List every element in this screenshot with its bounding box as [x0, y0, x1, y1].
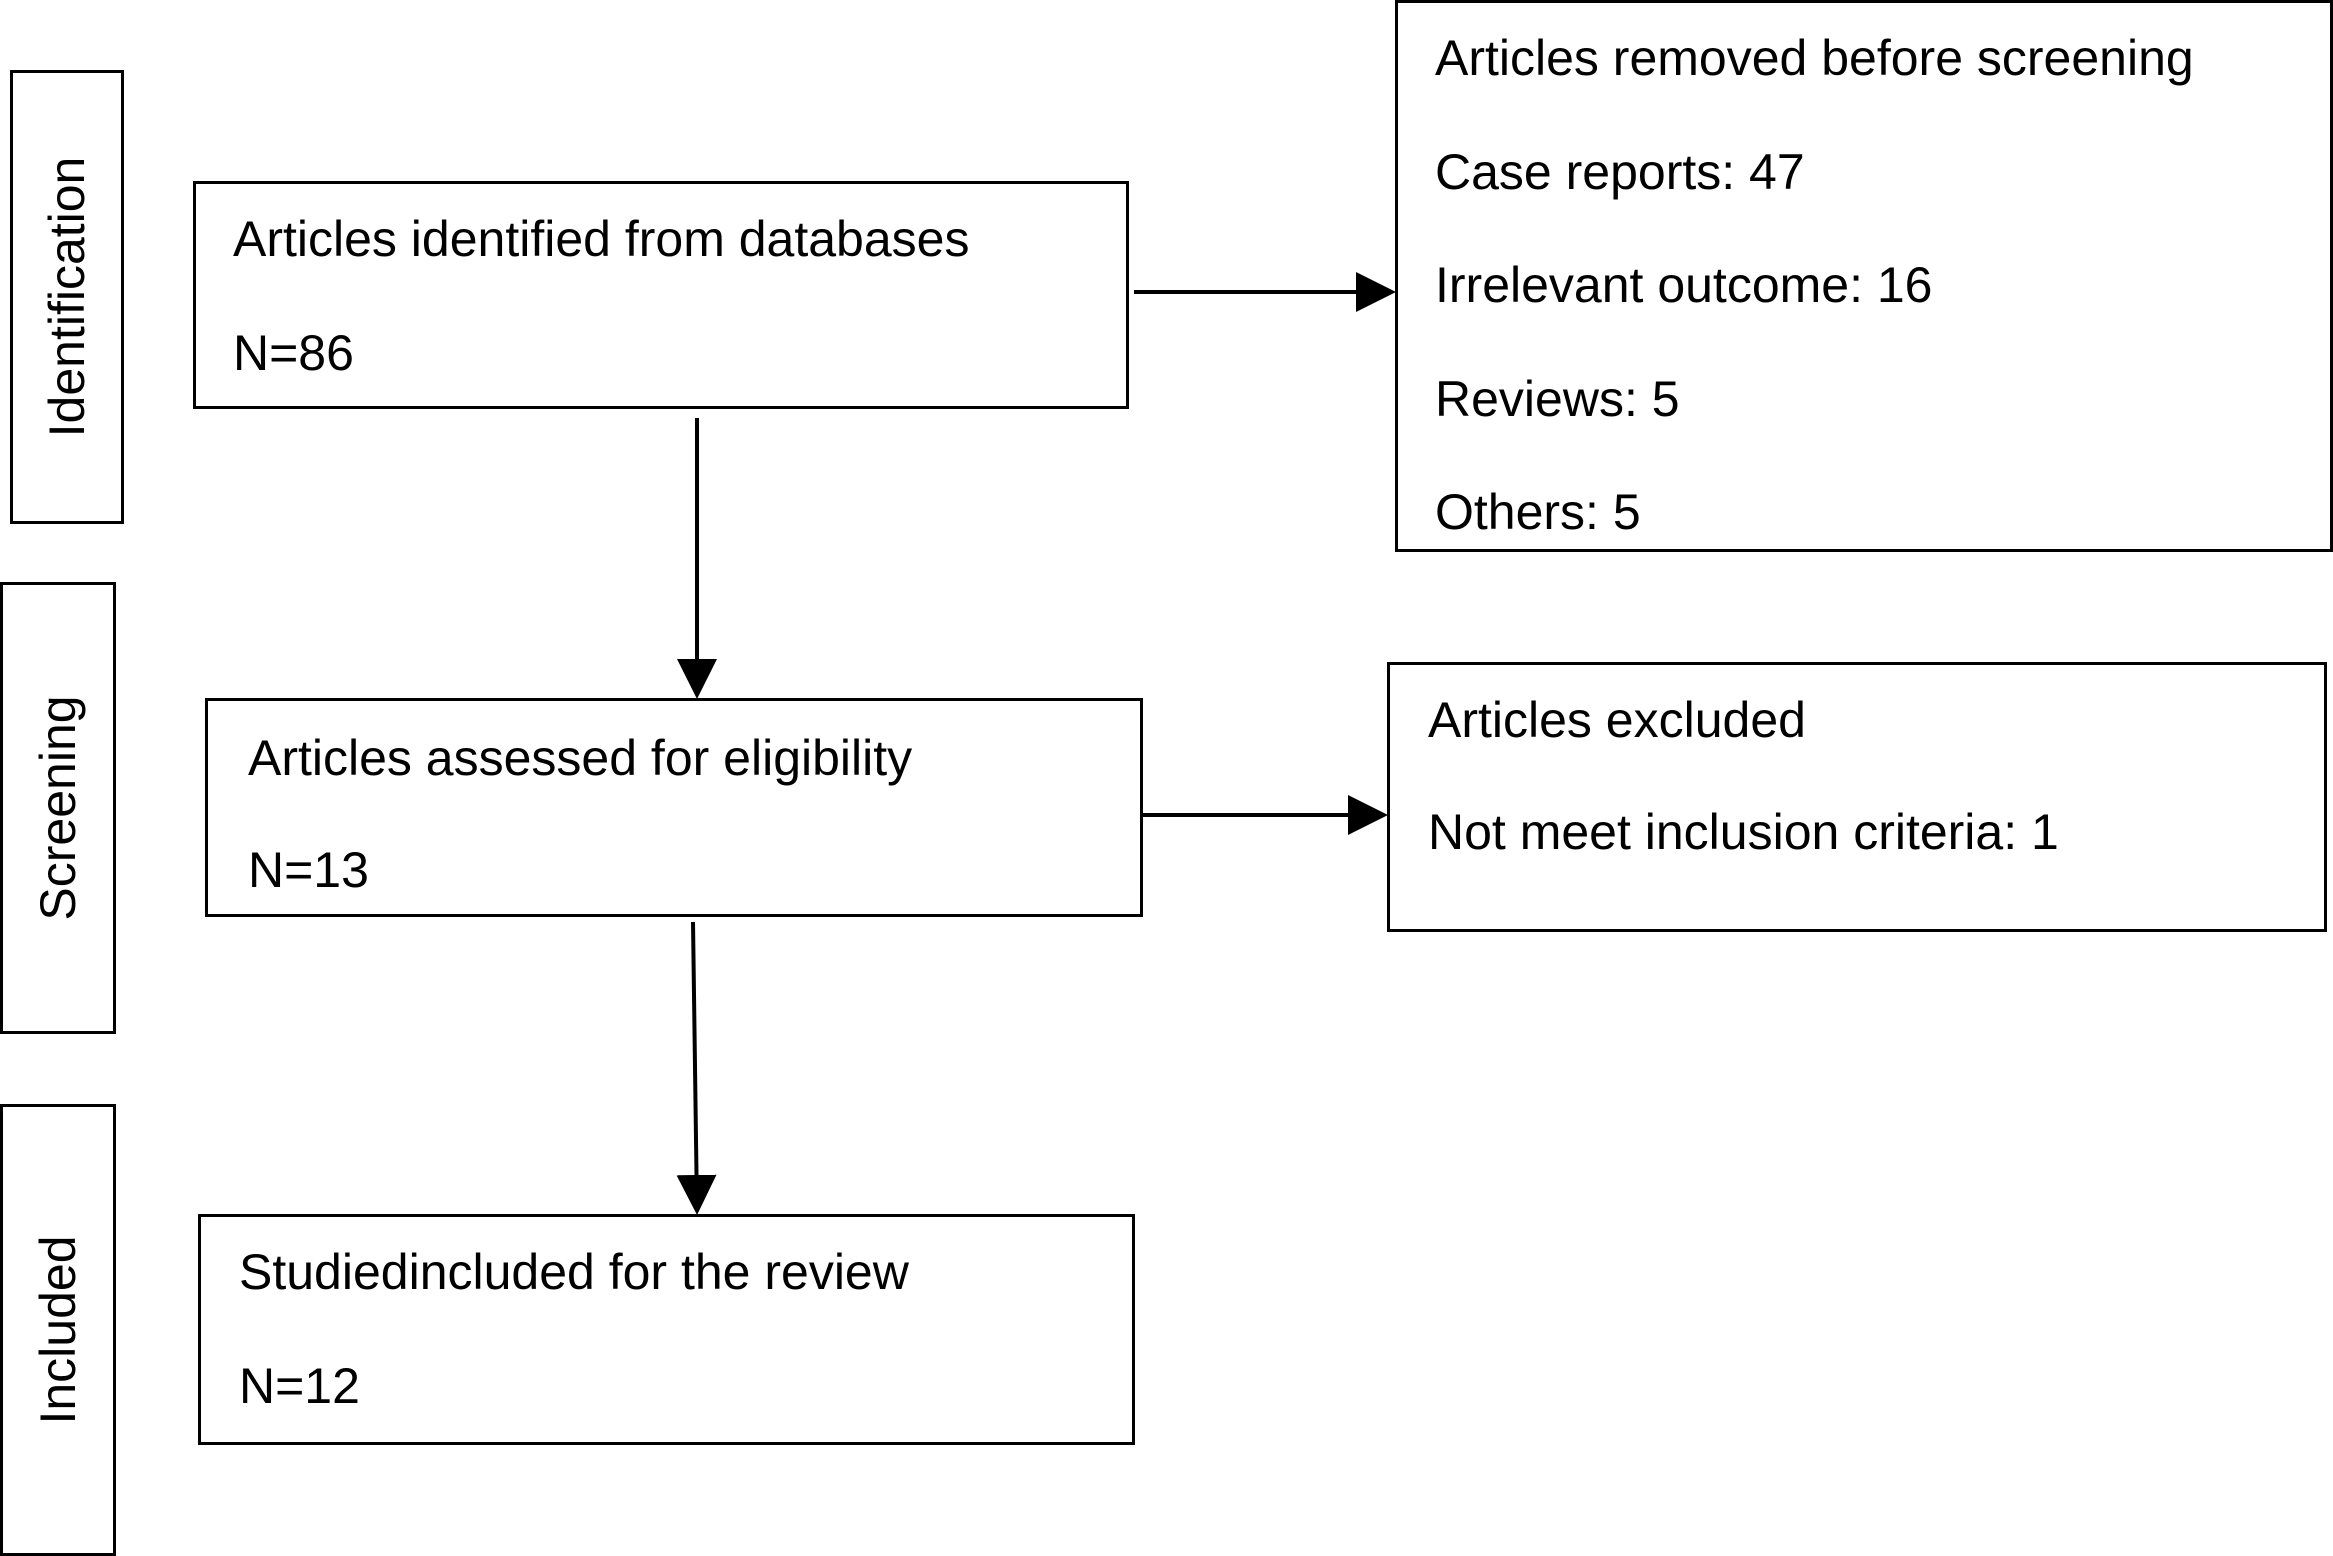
identified-count: N=86 [233, 325, 354, 381]
identified-title: Articles identified from databases [233, 211, 970, 267]
excluded-title: Articles excluded [1428, 692, 1806, 748]
identified-box: Articles identified from databases N=86 [193, 181, 1129, 409]
included-count: N=12 [239, 1358, 360, 1414]
assessed-count: N=13 [248, 842, 369, 898]
stage-included: Included [0, 1104, 116, 1556]
assessed-box: Articles assessed for eligibility N=13 [205, 698, 1143, 917]
removed-item: Reviews: 5 [1435, 371, 1680, 427]
removed-box: Articles removed before screening Case r… [1395, 0, 2333, 552]
removed-item: Others: 5 [1435, 484, 1641, 540]
removed-item: Irrelevant outcome: 16 [1435, 257, 1933, 313]
arrow-assessed-to-included [676, 921, 717, 1215]
removed-item: Case reports: 47 [1435, 144, 1805, 200]
stage-screening: Screening [0, 582, 116, 1034]
excluded-item: Not meet inclusion criteria: 1 [1428, 804, 2059, 860]
removed-title: Articles removed before screening [1435, 30, 2194, 86]
assessed-title: Articles assessed for eligibility [248, 730, 913, 786]
included-box: Studiedincluded for the review N=12 [198, 1214, 1135, 1445]
stage-identification: Identification [10, 70, 124, 524]
included-title: Studiedincluded for the review [239, 1244, 909, 1300]
excluded-box: Articles excluded Not meet inclusion cri… [1387, 662, 2327, 932]
